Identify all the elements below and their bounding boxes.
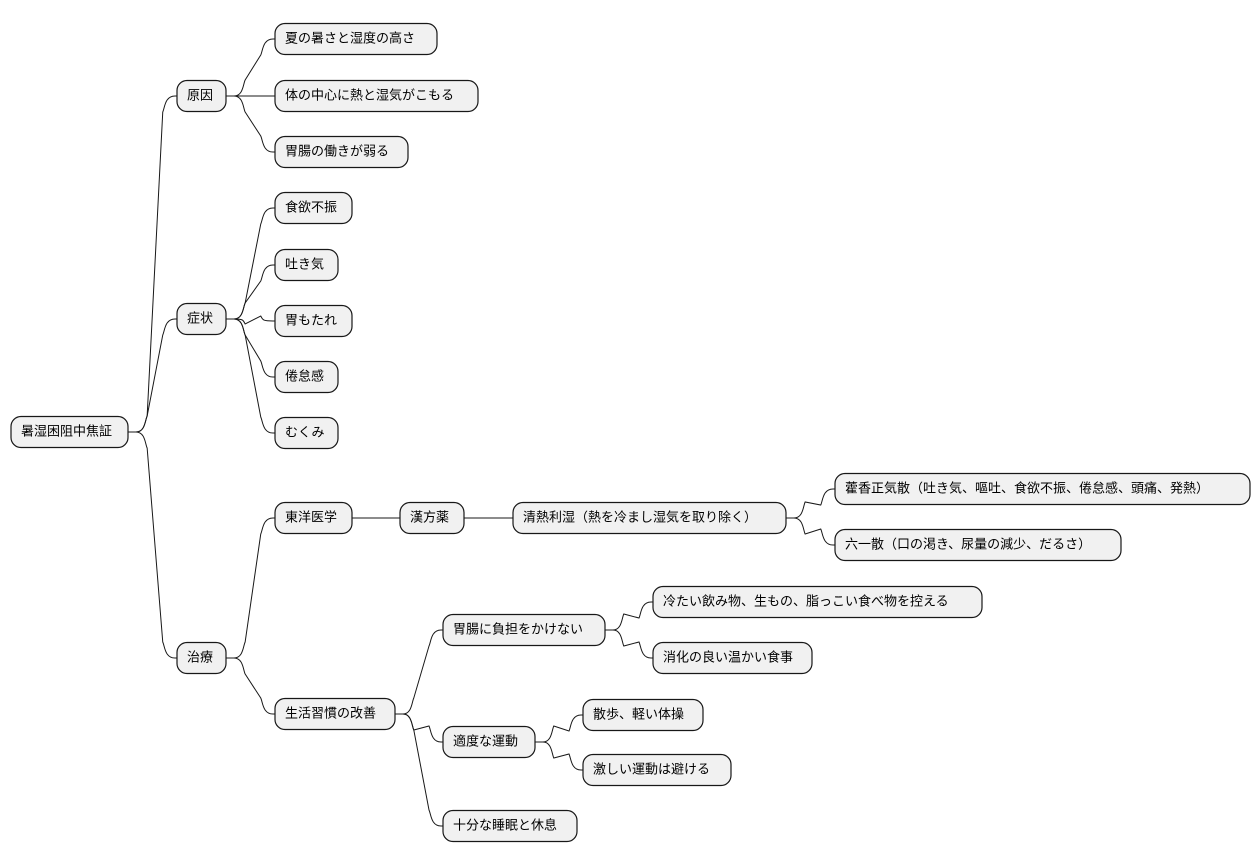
mindmap-node: 体の中心に熱と湿気がこもる xyxy=(274,79,479,113)
node-box xyxy=(274,79,479,113)
node-label: 吐き気 xyxy=(285,257,324,273)
mindmap-node: 十分な睡眠と休息 xyxy=(442,809,578,843)
node-box xyxy=(274,135,409,169)
connector-line xyxy=(226,315,275,325)
node-label: 消化の良い温かい食事 xyxy=(663,650,793,666)
node-box xyxy=(442,613,606,647)
mindmap-node: 生活習慣の改善 xyxy=(274,697,396,731)
connector-lines xyxy=(128,38,835,827)
node-label: 散歩、軽い体操 xyxy=(593,707,684,723)
connector-line xyxy=(226,318,275,378)
mindmap-root-node: 暑湿困阻中焦証 xyxy=(10,415,129,449)
node-label: 東洋医学 xyxy=(285,510,337,526)
node-label: 夏の暑さと湿度の高さ xyxy=(285,31,415,47)
mindmap-node: 激しい運動は避ける xyxy=(582,753,732,787)
node-label: むくみ xyxy=(285,426,325,441)
mindmap-node: 漢方薬 xyxy=(399,501,465,535)
connector-line xyxy=(605,601,653,631)
node-box xyxy=(10,415,129,449)
mindmap-node: 適度な運動 xyxy=(442,725,536,759)
mindmap-node: 清熱利湿（熱を冷まし湿気を取り除く） xyxy=(512,501,787,535)
node-label: 適度な運動 xyxy=(453,734,518,750)
node-label: 症状 xyxy=(187,312,213,327)
connector-line xyxy=(535,714,583,743)
connector-line xyxy=(226,318,275,434)
node-box xyxy=(652,641,813,675)
mindmap-node: 夏の暑さと湿度の高さ xyxy=(274,22,438,56)
connector-line xyxy=(395,713,443,743)
node-label: 体の中心に熱と湿気がこもる xyxy=(285,88,454,104)
connector-line xyxy=(128,95,177,433)
node-box xyxy=(834,472,1251,506)
mindmap-node: 胃腸の働きが弱る xyxy=(274,135,409,169)
node-box xyxy=(274,697,396,731)
mindmap-node: 倦怠感 xyxy=(274,360,339,394)
node-box xyxy=(176,302,227,336)
node-label: 原因 xyxy=(187,89,213,104)
node-label: 倦怠感 xyxy=(285,369,324,385)
connector-line xyxy=(226,95,275,153)
node-box xyxy=(274,416,339,450)
node-box xyxy=(442,725,536,759)
connector-line xyxy=(226,264,275,320)
node-box xyxy=(834,528,1122,562)
connector-line xyxy=(395,629,443,715)
node-label: 藿香正気散（吐き気、嘔吐、食欲不振、倦怠感、頭痛、発熱） xyxy=(845,481,1209,497)
node-box xyxy=(399,501,465,535)
mindmap-node: 東洋医学 xyxy=(274,501,353,535)
node-label: 漢方薬 xyxy=(410,510,449,526)
node-box xyxy=(582,753,732,787)
node-box xyxy=(274,304,353,338)
mindmap-node: 胃もたれ xyxy=(274,304,353,338)
node-label: 胃腸の働きが弱る xyxy=(285,145,389,160)
mindmap-node: 原因 xyxy=(176,79,227,113)
node-label: 生活習慣の改善 xyxy=(285,706,376,722)
mindmap-node: 胃腸に負担をかけない xyxy=(442,613,606,647)
connector-line xyxy=(535,741,583,771)
node-box xyxy=(274,360,339,394)
node-box xyxy=(652,585,983,619)
connector-line xyxy=(226,38,275,97)
node-label: 冷たい飲み物、生もの、脂っこい食べ物を控える xyxy=(663,594,949,610)
node-label: 治療 xyxy=(187,651,213,666)
mindmap-node: 藿香正気散（吐き気、嘔吐、食欲不振、倦怠感、頭痛、発熱） xyxy=(834,472,1251,506)
node-label: 暑湿困阻中焦証 xyxy=(21,425,112,440)
node-box xyxy=(176,641,227,675)
connector-line xyxy=(226,517,275,659)
mindmap-node: 散歩、軽い体操 xyxy=(582,698,704,732)
connector-line xyxy=(226,207,275,320)
node-box xyxy=(274,22,438,56)
node-label: 清熱利湿（熱を冷まし湿気を取り除く） xyxy=(523,510,757,526)
mindmap-node: むくみ xyxy=(274,416,339,450)
mindmap-node: 吐き気 xyxy=(274,248,339,282)
node-label: 胃腸に負担をかけない xyxy=(453,623,583,638)
mindmap-node: 冷たい飲み物、生もの、脂っこい食べ物を控える xyxy=(652,585,983,619)
mindmap-node: 症状 xyxy=(176,302,227,336)
mindmap-node: 消化の良い温かい食事 xyxy=(652,641,813,675)
node-box xyxy=(274,501,353,535)
node-box xyxy=(274,191,353,225)
node-box xyxy=(442,809,578,843)
mindmap-node: 六一散（口の渇き、尿量の減少、だるさ） xyxy=(834,528,1122,562)
connector-line xyxy=(128,318,177,433)
connector-line xyxy=(605,629,653,659)
node-box xyxy=(176,79,227,113)
node-label: 六一散（口の渇き、尿量の減少、だるさ） xyxy=(845,537,1091,553)
node-label: 激しい運動は避ける xyxy=(593,763,710,778)
node-label: 十分な睡眠と休息 xyxy=(453,818,557,834)
mindmap-nodes: 暑湿困阻中焦証 原因 夏の暑さと湿度の高さ体の中心に熱と湿気がこもる胃腸の働きが弱る… xyxy=(10,22,1251,843)
mindmap-node: 食欲不振 xyxy=(274,191,353,225)
mindmap-node: 治療 xyxy=(176,641,227,675)
connector-line xyxy=(226,657,275,715)
connector-line xyxy=(128,431,177,659)
node-box xyxy=(274,248,339,282)
node-label: 胃もたれ xyxy=(285,314,337,329)
node-box xyxy=(512,501,787,535)
node-box xyxy=(582,698,704,732)
connector-line xyxy=(395,713,443,827)
connector-line xyxy=(786,517,835,546)
connector-line xyxy=(786,488,835,519)
node-label: 食欲不振 xyxy=(285,200,337,216)
